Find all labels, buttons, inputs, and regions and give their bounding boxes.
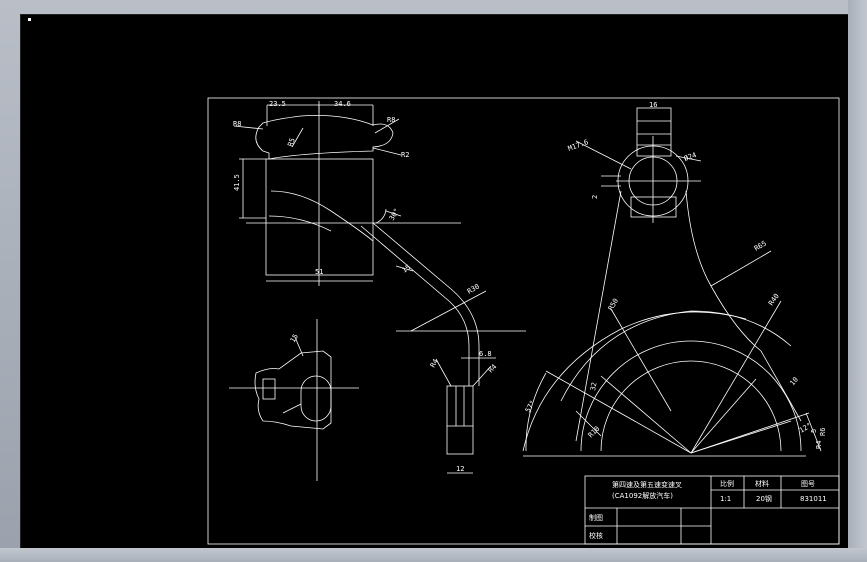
scale-label: 比例 bbox=[720, 479, 734, 488]
horizontal-scrollbar[interactable] bbox=[0, 548, 867, 562]
drawing-canvas[interactable]: 23.5 34.6 R8 R8 R5 41.5 R2 30° 51 15 R30… bbox=[20, 14, 850, 550]
title-block-text: 第四速及第五速变速叉 (CA1092解放汽车) 比例 1:1 材料 20钢 图号… bbox=[589, 479, 827, 540]
drawing-no-label: 图号 bbox=[801, 480, 815, 488]
dim-text: 57° bbox=[524, 399, 537, 414]
drawing-svg: 23.5 34.6 R8 R8 R5 41.5 R2 30° 51 15 R30… bbox=[28, 18, 840, 545]
part-name: 第四速及第五速变速叉 bbox=[612, 480, 682, 489]
title-block bbox=[584, 475, 840, 545]
right-fork-view bbox=[522, 107, 822, 457]
dim-text: R30 bbox=[466, 282, 481, 295]
dim-text: R4 bbox=[429, 358, 440, 369]
dim-text: R8 bbox=[387, 116, 395, 124]
dim-text: 23.5 bbox=[269, 100, 286, 108]
dim-text: 10 bbox=[788, 376, 800, 388]
dim-text: M17.6 bbox=[567, 138, 590, 153]
dim-text: 15 bbox=[289, 333, 300, 344]
drawn-by-label: 制图 bbox=[589, 513, 603, 522]
dim-text: R10 bbox=[587, 425, 602, 440]
dim-text: 2 bbox=[591, 195, 599, 199]
dim-text: R65 bbox=[753, 239, 768, 252]
dim-text: 12 bbox=[456, 465, 464, 473]
drawing-no-value: 831011 bbox=[800, 495, 827, 503]
left-view-dimensions: 23.5 34.6 R8 R8 R5 41.5 R2 30° 51 15 R30… bbox=[233, 100, 498, 473]
checked-by-label: 校核 bbox=[589, 531, 603, 540]
material-label: 材料 bbox=[755, 479, 769, 488]
dim-text: R6 bbox=[819, 428, 827, 436]
part-subtitle: (CA1092解放汽车) bbox=[612, 491, 673, 500]
dim-text: 5 bbox=[810, 429, 818, 433]
right-view-dimensions: 16 M17.6 Ø24 2 R65 R50 R40 32 57° 10 12°… bbox=[524, 101, 827, 449]
scale-value: 1:1 bbox=[720, 495, 731, 503]
cursor-marker bbox=[28, 18, 31, 21]
dim-text: 6.8 bbox=[479, 350, 492, 358]
dim-text: R4 bbox=[815, 441, 823, 449]
dim-text: R50 bbox=[607, 297, 620, 312]
dim-text: 41.5 bbox=[233, 174, 241, 191]
material-value: 20钢 bbox=[756, 494, 772, 503]
sheet-border bbox=[207, 97, 840, 545]
dim-text: 34.6 bbox=[334, 100, 351, 108]
dim-text: 16 bbox=[649, 101, 657, 109]
dim-text: R5 bbox=[286, 137, 296, 148]
vertical-scrollbar[interactable] bbox=[848, 0, 867, 562]
dim-text: Ø24 bbox=[683, 151, 698, 163]
dim-text: 15 bbox=[401, 263, 413, 274]
dim-text: 51 bbox=[315, 268, 323, 276]
dim-text: 30° bbox=[388, 207, 401, 222]
dim-text: R8 bbox=[233, 120, 241, 128]
left-main-view bbox=[233, 101, 526, 474]
dim-text: R4 bbox=[487, 363, 499, 375]
left-end-view bbox=[229, 319, 359, 481]
dim-text: 32 bbox=[589, 382, 598, 392]
dim-text: R2 bbox=[401, 151, 409, 159]
